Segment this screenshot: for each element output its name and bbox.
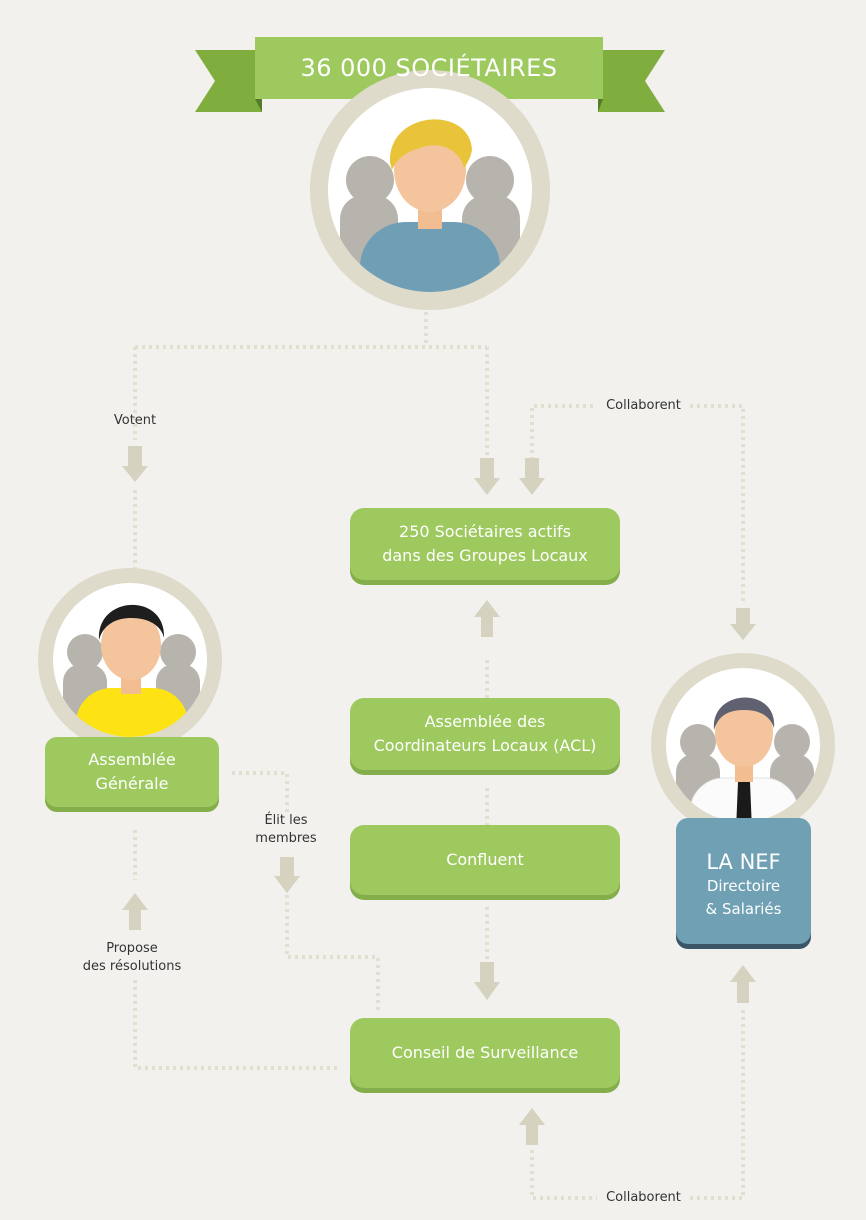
line-collab-bottom-left (530, 1150, 597, 1200)
box-groupes-locaux-line2: dans des Groupes Locaux (382, 546, 588, 565)
box-acl-line1: Assemblée des (424, 712, 546, 731)
label-elit-line2: membres (255, 831, 317, 846)
line-collab-top-left (530, 404, 597, 460)
line-conseil-propose (133, 980, 338, 1070)
box-acl: Assemblée des Coordinateurs Locaux (ACL) (350, 698, 620, 770)
line-ag-elit (232, 771, 289, 815)
label-votent: Votent (113, 413, 157, 428)
arrow-down-groupes-2 (519, 458, 545, 495)
ribbon-left-tail (195, 50, 262, 112)
label-propose-resolutions: Propose des résolutions (62, 940, 202, 976)
arrow-up-conseil (519, 1108, 545, 1145)
box-conseil-label: Conseil de Surveillance (391, 1043, 579, 1062)
box-confluent: Confluent (350, 825, 620, 895)
box-assemblee-generale: Assemblée Générale (45, 737, 219, 807)
label-collaborent-bottom: Collaborent (597, 1189, 690, 1207)
label-collaborent-top: Collaborent (597, 397, 690, 415)
arrow-up-groupes (474, 600, 500, 637)
arrow-up-propose (122, 893, 148, 930)
box-acl-line2: Coordinateurs Locaux (ACL) (373, 736, 597, 755)
line-collab-top-right (690, 404, 745, 605)
box-ag-line1: Assemblée (88, 750, 176, 769)
avatar-societaires-icon (310, 70, 550, 310)
arrow-down-elit (274, 857, 300, 893)
page-title: 36 000 SOCIÉTAIRES (300, 54, 558, 82)
label-elit-membres: Élit les membres (236, 812, 336, 848)
arrow-down-conseil (474, 962, 500, 1000)
nef-line1: Directoire (706, 877, 781, 895)
label-propose-line2: des résolutions (82, 959, 182, 974)
ribbon-right-tail (598, 50, 665, 112)
connector-lines (133, 305, 745, 1200)
box-la-nef: LA NEF Directoire & Salariés (676, 818, 811, 944)
nef-line2: & Salariés (705, 900, 782, 918)
avatar-directoire-icon (651, 653, 835, 837)
arrow-down-votent (122, 446, 148, 482)
header-ribbon (195, 37, 665, 112)
label-elit-line1: Élit les (264, 813, 308, 828)
arrows (122, 446, 756, 1145)
box-groupes-locaux-line1: 250 Sociétaires actifs (399, 522, 571, 541)
arrow-down-groupes-1 (474, 458, 500, 495)
box-groupes-locaux: 250 Sociétaires actifs dans des Groupes … (350, 508, 620, 580)
line-elit-conseil (285, 895, 380, 1010)
box-confluent-label: Confluent (446, 850, 524, 869)
box-ag-line2: Générale (95, 774, 169, 793)
box-conseil-surveillance: Conseil de Surveillance (350, 1018, 620, 1088)
label-propose-line1: Propose (106, 941, 158, 956)
arrow-up-nef (730, 965, 756, 1003)
avatar-assemblee-icon (38, 568, 222, 752)
arrow-down-nef (730, 608, 756, 640)
line-collab-bottom-right (690, 1010, 745, 1200)
nef-title: LA NEF (706, 850, 781, 874)
